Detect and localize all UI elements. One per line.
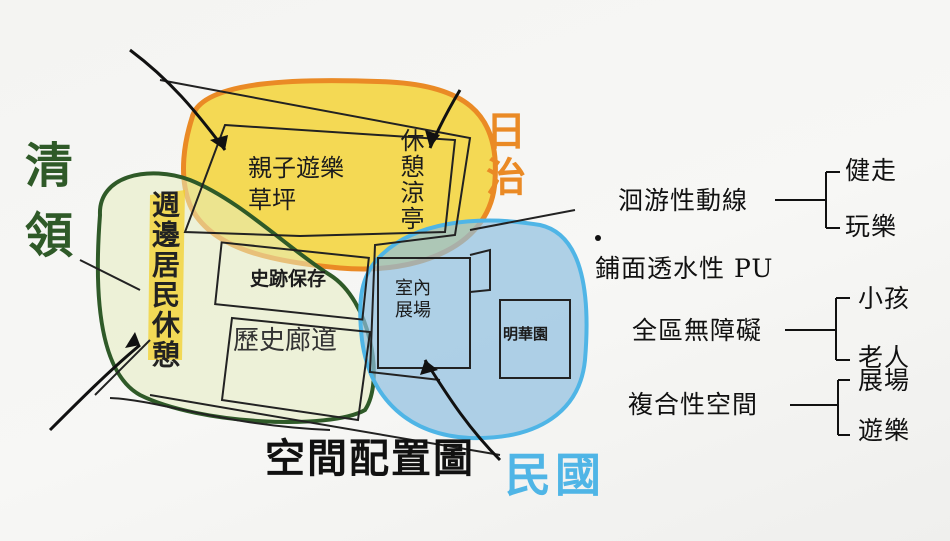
- parent-child-lawn-label: 親子遊樂草坪: [248, 154, 344, 214]
- diagram-title: 空間配置圖: [265, 436, 475, 482]
- play-label: 玩樂: [845, 212, 898, 241]
- heritage-label: 史跡保存: [250, 268, 327, 290]
- minguo-zone: [358, 218, 589, 441]
- road-line-left: [79, 259, 151, 396]
- era-minguo-label: 民國: [505, 448, 605, 502]
- era-qing-label: 清領: [16, 140, 72, 280]
- paving-label: 鋪面透水性 PU: [595, 254, 774, 283]
- bracket-accessibility: [785, 297, 850, 361]
- exhibition-label: 展場: [858, 366, 911, 395]
- indoor-hall-label: 室內展場: [395, 278, 431, 321]
- road-line-right: [469, 209, 576, 293]
- corridor-block: [220, 316, 372, 422]
- resident-highlight: [148, 190, 185, 360]
- bracket-circulation: [775, 171, 840, 229]
- corridor-label: 歷史廊道: [233, 326, 338, 356]
- arrow-resident: [48, 343, 141, 432]
- bracket-multi: [790, 379, 850, 436]
- arrow-lawn: [129, 48, 227, 151]
- mingnung-garden-label: 明華園: [503, 325, 549, 343]
- street-edge: [109, 394, 501, 456]
- arrow-indoor: [423, 359, 502, 462]
- accessibility-label: 全區無障礙: [632, 316, 763, 345]
- resident-rest-label: 週邊居民休憩: [148, 190, 181, 370]
- circulation-label: 洄游性動線: [618, 186, 749, 215]
- block-outline: [159, 79, 472, 381]
- heritage-block: [214, 241, 370, 321]
- rest-pavilion-label: 休憩涼亭: [396, 128, 424, 232]
- ink-dot: [595, 235, 601, 241]
- era-rizhi-label: 日治: [479, 110, 525, 202]
- elderly-label: 老人: [858, 343, 911, 372]
- kids-label: 小孩: [858, 284, 911, 313]
- amusement-label: 遊樂: [858, 416, 911, 445]
- multi-use-label: 複合性空間: [628, 390, 759, 419]
- lawn-block: [183, 123, 457, 238]
- garden-block: [499, 299, 571, 379]
- walking-label: 健走: [845, 156, 898, 185]
